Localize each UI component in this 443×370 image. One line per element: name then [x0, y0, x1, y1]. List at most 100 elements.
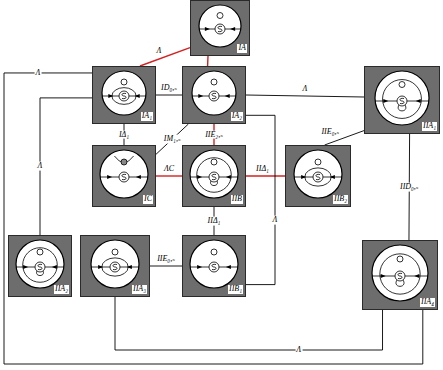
saddle-mark — [398, 273, 402, 278]
phase-portrait-box: IA₁ — [92, 66, 156, 124]
flow-arrow — [230, 27, 235, 31]
flow-arrow — [52, 265, 57, 269]
saddle-mark — [122, 174, 126, 179]
bifurcation-label: IIΔ₁ — [255, 165, 270, 174]
flow-arrow — [416, 99, 421, 103]
saddle-ring — [313, 172, 323, 182]
saddle-mark — [38, 264, 42, 269]
phase-portrait-box: IA — [190, 0, 250, 56]
flow-arrow — [23, 265, 28, 269]
region-label: IIA₁ — [422, 122, 437, 131]
focus-point — [37, 249, 43, 255]
flow-arrow — [136, 175, 141, 179]
flow-arrow — [135, 94, 140, 98]
phase-portrait-box: IIA₄ — [362, 240, 438, 310]
flow-arrow — [108, 94, 113, 98]
bifurcation-label: IID₀,ₛ — [399, 183, 420, 192]
saddle-mark — [212, 93, 216, 98]
flow-arrow — [205, 27, 210, 31]
region-label: IIB — [231, 195, 243, 204]
phase-portrait-box: IC — [92, 145, 156, 207]
homoclinic-loop — [102, 258, 128, 276]
outer-cycle — [100, 150, 148, 198]
flow-arrow — [383, 99, 388, 103]
bifurcation-label: Λ — [295, 346, 302, 355]
bifurcation-connector — [150, 266, 182, 267]
homoclinic-loop — [112, 88, 136, 105]
phase-portrait-box: IIA₃ — [80, 235, 150, 297]
outer-cycle — [16, 240, 64, 288]
saddle-ring — [35, 262, 45, 272]
bifurcation-label: IIE₀,ₛ — [320, 127, 340, 136]
bifurcation-label: IIE₂,ₛ — [204, 130, 224, 139]
bifurcation-label: IIE₀,ₛ — [156, 255, 176, 264]
region-label: IIA₄ — [420, 298, 435, 307]
bifurcation-connector — [246, 95, 364, 97]
flow-arrow — [226, 265, 231, 269]
flow-arrow — [197, 265, 202, 269]
region-label: IA₂ — [231, 112, 243, 121]
outer-cycle — [372, 245, 428, 301]
flow-arrow — [414, 274, 419, 278]
region-label: IIA₂ — [54, 285, 69, 294]
region-label: IIA₃ — [132, 285, 147, 294]
saddle-ring — [119, 172, 129, 182]
flow-arrow — [225, 94, 230, 98]
phase-portrait-box: IIA₂ — [8, 235, 72, 297]
flow-arrow — [198, 94, 203, 98]
inner-cycle — [197, 158, 232, 193]
region-label: IIB₁ — [228, 285, 243, 294]
focus-point — [397, 256, 403, 262]
bifurcation-label: Λ — [302, 85, 309, 94]
focus-point — [112, 249, 118, 255]
saddle-ring — [395, 271, 405, 281]
region-label: IA — [237, 44, 247, 53]
bifurcation-label: Λ — [156, 46, 163, 55]
outer-cycle — [192, 71, 236, 115]
outer-cycle — [199, 5, 241, 47]
saddle-ring — [397, 96, 407, 106]
saddle-mark — [218, 26, 222, 31]
saddle-mark — [316, 174, 320, 179]
inner-cycle — [383, 80, 422, 119]
saddle-mark — [400, 98, 404, 103]
focus-point — [399, 82, 405, 88]
inner-cycle — [380, 254, 420, 294]
bifurcation-connector — [115, 297, 383, 350]
phase-portrait-box: IIB₁ — [182, 235, 246, 297]
bifurcation-label: Λ — [35, 69, 42, 78]
focus-point — [217, 13, 223, 19]
outer-cycle — [102, 71, 146, 115]
outer-cycle — [190, 150, 238, 198]
region-label: IIB₂ — [333, 195, 348, 204]
bifurcation-label: IM₁,ₛ — [163, 135, 182, 144]
bifurcation-connector — [140, 48, 190, 66]
bifurcation-label: ΛC — [163, 165, 175, 174]
outer-cycle — [294, 150, 342, 198]
bifurcation-connector — [156, 95, 182, 96]
phase-portrait-box: IIA₁ — [364, 66, 440, 134]
region-label: IC — [143, 195, 153, 204]
flow-arrow — [381, 274, 386, 278]
bifurcation-connector — [246, 115, 275, 284]
phase-portrait-box: IIB₂ — [285, 145, 351, 207]
homoclinic-loop — [305, 168, 331, 186]
bifurcation-connector — [246, 175, 285, 176]
saddle-ring — [209, 172, 219, 182]
flow-arrow — [107, 175, 112, 179]
flow-arrow — [197, 175, 202, 179]
outer-cycle — [375, 71, 429, 125]
bifurcation-connector — [207, 56, 209, 66]
bifurcation-label: Λ — [37, 162, 44, 171]
inner-cycle — [23, 248, 58, 283]
saddle-ring — [209, 262, 219, 272]
saddle-mark — [212, 174, 216, 179]
focus-point — [211, 159, 217, 165]
focus-point — [315, 159, 321, 165]
phase-portrait-box: IA₂ — [182, 66, 246, 124]
bifurcation-connector — [40, 98, 92, 235]
saddle-mark — [212, 264, 216, 269]
saddle-mark — [113, 264, 117, 269]
focus-point — [121, 159, 127, 165]
bifurcation-connector — [156, 175, 182, 176]
